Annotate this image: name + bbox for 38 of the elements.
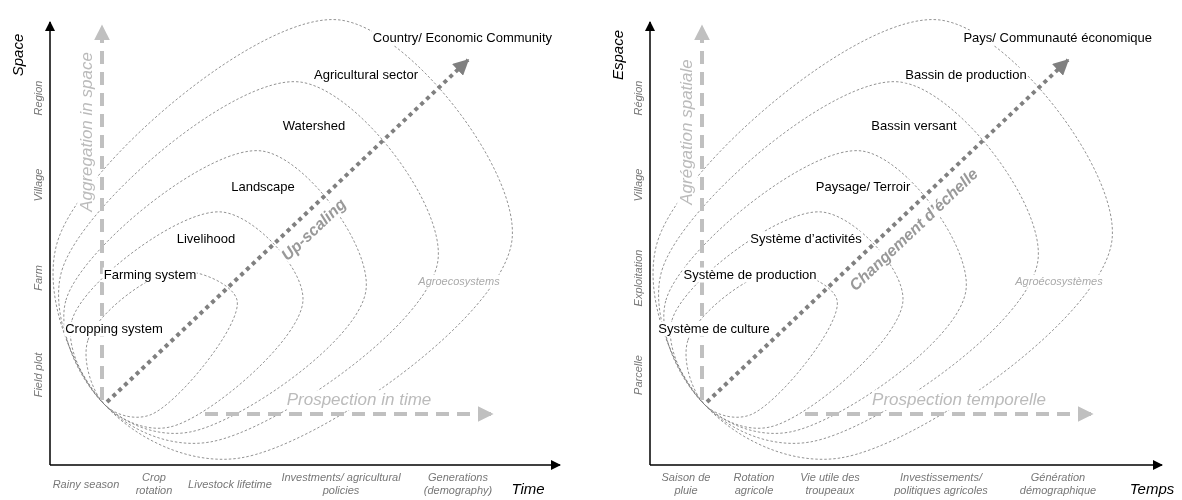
axis-tick-label: Region [31,80,45,116]
axis-title: Espace [609,30,627,80]
level-label: Système de culture [657,321,771,337]
axis-title: Space [9,33,27,77]
axis-tick-label: Generations (demography) [422,471,494,497]
level-label: Agricultural sector [313,67,419,83]
axis-tick-label: Crop rotation [134,471,174,497]
level-label: Farming system [102,267,198,283]
axis-title: Temps [1129,480,1175,498]
axis-tick-label: Farm [31,265,45,291]
axis-tick-label: Génération démographique [1018,471,1098,497]
axis-tick-label: Rainy season [51,477,121,491]
arrow-label: Aggregation in space [77,52,97,212]
ellipse-label: Agroécosystèmes [1015,274,1103,288]
axis-tick-label: Investments/ agricultural policies [280,471,402,497]
axis-tick-label: Village [631,168,645,202]
level-label: Cropping system [64,321,164,337]
level-label: Bassin de production [904,67,1028,83]
axis-tick-label: Investissements/ politiques agricoles [893,471,989,497]
axis-tick-label: Région [631,80,645,116]
level-label: Landscape [230,179,296,195]
arrow-label: Agrégation spatiale [677,59,697,205]
arrow-label: Prospection temporelle [872,390,1046,410]
level-label: Paysage/ Terroir [814,179,912,195]
axis-tick-label: Field plot [31,352,45,398]
arrow-label: Prospection in time [286,390,432,410]
axis-tick-label: Parcelle [631,355,645,395]
level-label: Pays/ Communauté économique [962,30,1153,46]
level-label: Système de production [682,267,818,283]
axis-tick-label: Rotation agricole [732,471,776,497]
axis-title: Time [511,480,545,498]
ellipse-label: Agroecosystems [418,274,500,288]
level-label: Country/ Economic Community [371,30,553,46]
axis-tick-label: Livestock lifetime [187,477,273,491]
axis-tick-label: Saison de pluie [660,471,712,497]
axis-tick-label: Vie utile des troupeaux [799,471,861,497]
axis-tick-label: Exploitation [631,249,645,307]
axis-tick-label: Village [31,168,45,202]
